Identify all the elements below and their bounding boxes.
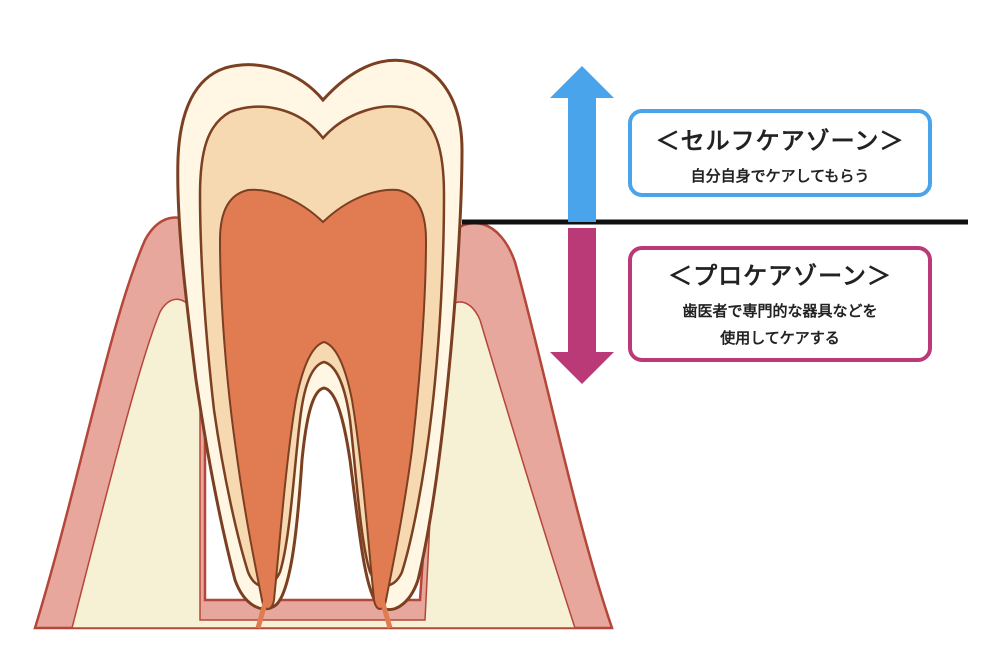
root-canal-right <box>379 599 393 629</box>
tooth-pulp <box>218 188 428 610</box>
pro-care-zone-description: 歯医者で専門的な器具などを 使用してケアする <box>682 302 878 347</box>
self-care-zone-box: ＜セルフケアゾーン＞ 自分自身でケアしてもらう <box>628 109 932 197</box>
self-care-zone-description: 自分自身でケアしてもらう <box>690 167 870 185</box>
pro-care-zone-box: ＜プロケアゾーン＞ 歯医者で専門的な器具などを 使用してケアする <box>628 246 932 362</box>
root-canal-left <box>255 599 269 629</box>
self-arrow-shaft <box>568 98 596 222</box>
self-arrow-head <box>550 66 614 98</box>
pro-arrow-shaft <box>568 228 596 352</box>
pro-arrow-head <box>550 352 614 384</box>
pro-care-zone-title: ＜プロケアゾーン＞ <box>668 262 892 290</box>
self-care-zone-title: ＜セルフケアゾーン＞ <box>655 127 905 155</box>
